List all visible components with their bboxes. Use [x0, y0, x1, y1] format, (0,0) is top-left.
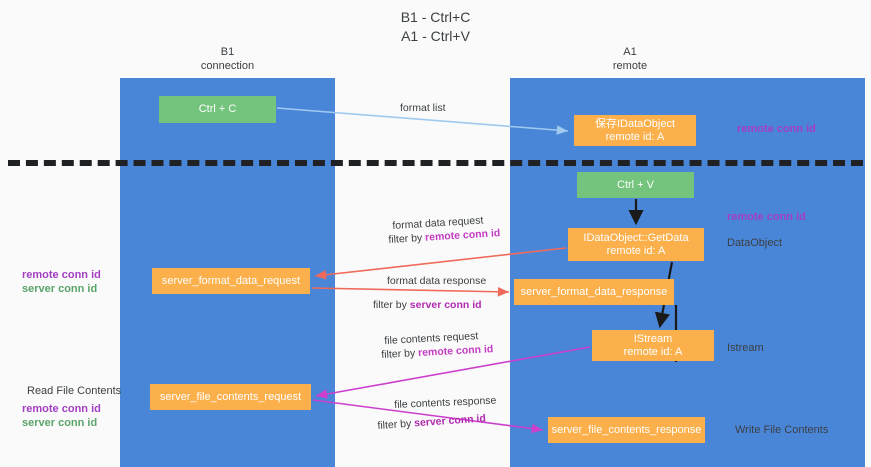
node-idataobject-getdata-line1: IDataObject::GetData: [583, 231, 689, 244]
annotation-istream: Istream: [727, 342, 764, 354]
annotation-remote-conn-id-top: remote conn id: [737, 123, 816, 135]
swimlane-header-b1-name: B1: [220, 46, 235, 58]
annotation-server-conn-id: server conn id: [22, 283, 98, 295]
node-server-format-data-response-label: server_format_data_response: [520, 285, 668, 298]
node-server-format-data-request-label: server_format_data_request: [161, 274, 301, 287]
node-ctrl-v-label: Ctrl + V: [617, 178, 654, 191]
node-server-file-contents-response[interactable]: server_file_contents_response: [548, 417, 705, 443]
swimlane-header-b1-role: connection: [200, 60, 255, 72]
filter-prefix: filter by: [373, 299, 410, 311]
filter-prefix: filter by: [381, 347, 419, 361]
filter-key-server-conn-id: server conn id: [409, 299, 482, 311]
annotation-server-conn-id: server conn id: [22, 417, 98, 429]
annotation-read-file-contents: Read File Contents: [27, 385, 122, 397]
filter-key-remote-conn-id: remote conn id: [424, 227, 501, 244]
annotation-dataobject: DataObject: [727, 237, 783, 249]
node-ctrl-c[interactable]: Ctrl + C: [159, 96, 276, 123]
annotation-left-conn-ids-bottom: remote conn id server conn id: [22, 402, 101, 430]
annotation-remote-conn-id-mid: remote conn id: [727, 211, 806, 223]
node-idataobject-getdata-line2: remote id: A: [606, 244, 666, 257]
filter-prefix: filter by: [377, 417, 415, 432]
node-server-file-contents-request-label: server_file_contents_request: [159, 390, 302, 403]
swimlane-header-b1: B1 connection: [120, 45, 335, 73]
annotation-write-file-contents: Write File Contents: [735, 424, 829, 436]
edge-label-file-contents-response-filter: filter by server conn id: [377, 411, 486, 433]
edge-label-format-list: format list: [400, 102, 446, 114]
phase-divider: [8, 160, 863, 166]
edge-label-format-data-response-filter: filter by server conn id: [373, 298, 482, 312]
edge-label-file-contents-response: file contents response: [394, 394, 497, 411]
node-idataobject-getdata[interactable]: IDataObject::GetData remote id: A: [568, 228, 704, 261]
node-server-format-data-response[interactable]: server_format_data_response: [514, 279, 674, 305]
filter-key-remote-conn-id: remote conn id: [417, 343, 494, 360]
node-ctrl-v[interactable]: Ctrl + V: [577, 172, 694, 198]
node-istream-line1: IStream: [633, 332, 673, 345]
node-server-file-contents-request[interactable]: server_file_contents_request: [150, 384, 311, 410]
node-istream-line2: remote id: A: [623, 345, 683, 358]
node-save-idataobject-line1: 保存IDataObject: [594, 117, 676, 130]
node-save-idataobject-line2: remote id: A: [605, 130, 665, 143]
node-ctrl-c-label: Ctrl + C: [198, 103, 237, 115]
node-server-format-data-request[interactable]: server_format_data_request: [152, 268, 310, 294]
annotation-left-conn-ids-mid: remote conn id server conn id: [22, 268, 101, 296]
edge-label-format-data-response: format data response: [387, 275, 487, 287]
annotation-remote-conn-id: remote conn id: [22, 403, 101, 415]
annotation-remote-conn-id: remote conn id: [22, 269, 101, 281]
filter-prefix: filter by: [388, 231, 426, 246]
node-istream[interactable]: IStream remote id: A: [592, 330, 714, 361]
swimlane-header-a1-name: A1: [623, 46, 637, 58]
page-title: B1 - Ctrl+C A1 - Ctrl+V: [400, 9, 471, 44]
swimlane-header-a1: A1 remote: [510, 45, 750, 73]
filter-key-server-conn-id: server conn id: [413, 412, 487, 430]
edge-format-data-response: [311, 286, 510, 297]
swimlane-header-a1-role: remote: [612, 60, 648, 72]
node-save-idataobject[interactable]: 保存IDataObject remote id: A: [574, 115, 696, 146]
node-server-file-contents-response-label: server_file_contents_response: [551, 423, 702, 436]
